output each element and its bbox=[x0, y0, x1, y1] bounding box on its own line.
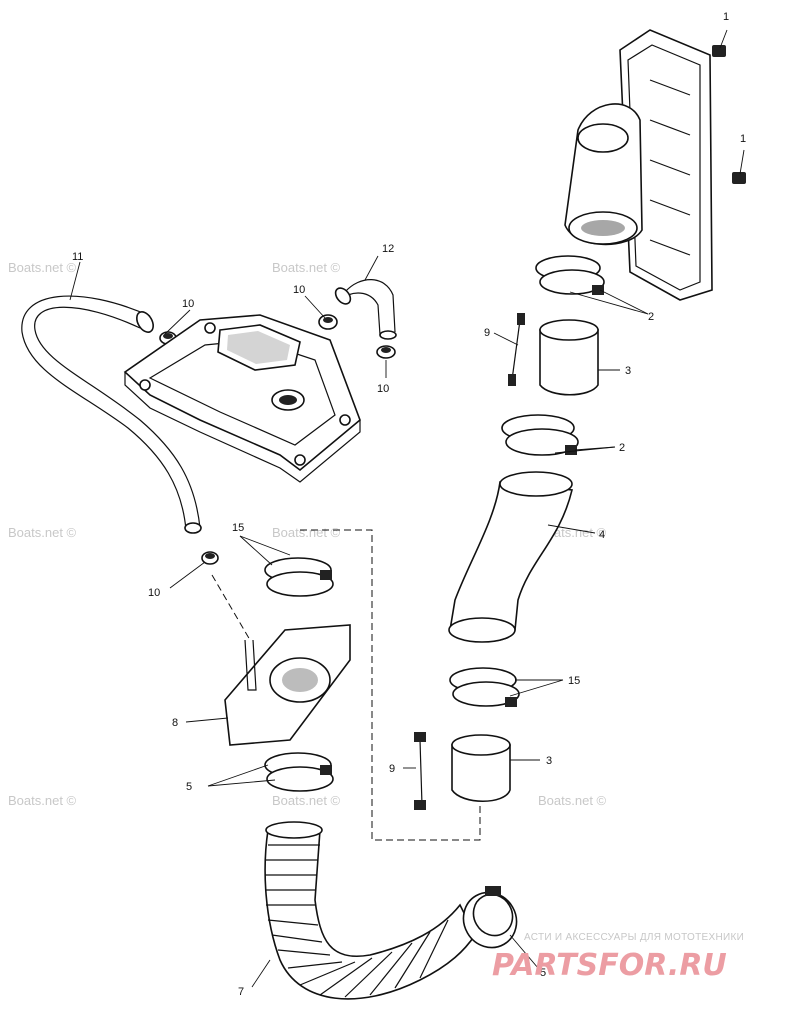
part-12-elbow-hose bbox=[334, 279, 397, 340]
part-15-clamp-right bbox=[449, 667, 520, 707]
callout-12: 12 bbox=[382, 243, 394, 255]
callout-10: 10 bbox=[293, 284, 305, 296]
callout-4: 4 bbox=[599, 529, 605, 541]
brand-subtitle: АСТИ И АКСЕССУАРЫ ДЛЯ МОТОТЕХНИКИ bbox=[524, 932, 744, 943]
callout-3: 3 bbox=[625, 365, 631, 377]
watermarks: Boats.net © Boats.net © Boats.net © Boat… bbox=[8, 260, 607, 808]
callout-10: 10 bbox=[182, 298, 194, 310]
callout-labels: 1 1 2 2 3 3 4 5 5 7 8 9 9 10 10 10 10 11… bbox=[72, 11, 746, 998]
hose-ribs bbox=[265, 844, 449, 998]
callout-10: 10 bbox=[377, 383, 389, 395]
leader-lines bbox=[69, 29, 745, 988]
part-9-clip-lower bbox=[414, 732, 426, 810]
callout-1: 1 bbox=[723, 11, 729, 23]
part-10-small-clamps bbox=[159, 314, 396, 565]
brand-logo: АСТИ И АКСЕССУАРЫ ДЛЯ МОТОТЕХНИКИ PARTSF… bbox=[492, 932, 744, 983]
watermark-tile: Boats.net © bbox=[272, 260, 341, 275]
part-15-clamp-left bbox=[264, 557, 334, 597]
watermark-tile: Boats.net © bbox=[272, 525, 341, 540]
callout-5: 5 bbox=[186, 781, 192, 793]
watermark-corner: Boats.net © bbox=[8, 260, 77, 275]
callout-5: 5 bbox=[540, 967, 546, 979]
watermark-tile: Boats.net © bbox=[272, 793, 341, 808]
mounting-plate bbox=[123, 314, 361, 483]
watermark-tile: Boats.net © bbox=[8, 793, 77, 808]
callout-9: 9 bbox=[484, 327, 490, 339]
callout-3: 3 bbox=[546, 755, 552, 767]
callout-15: 15 bbox=[568, 675, 580, 687]
callout-2: 2 bbox=[619, 442, 625, 454]
callout-1: 1 bbox=[740, 133, 746, 145]
assembly-lines bbox=[211, 529, 481, 841]
callout-8: 8 bbox=[172, 717, 178, 729]
part-3-sleeve-lower bbox=[451, 734, 511, 802]
watermark-tile: Boats.net © bbox=[538, 793, 607, 808]
part-11-water-hose bbox=[21, 295, 202, 534]
exhaust-manifold bbox=[564, 29, 713, 301]
part-1-plugs bbox=[712, 45, 746, 184]
brand-logo-text: PARTSFOR.RU bbox=[492, 948, 727, 983]
part-2-clamps bbox=[501, 255, 605, 456]
callout-10: 10 bbox=[148, 587, 160, 599]
part-5-clamp-upper bbox=[264, 752, 334, 792]
part-8-flange bbox=[224, 624, 351, 746]
part-9-clip-upper bbox=[508, 313, 525, 386]
callout-7: 7 bbox=[238, 986, 244, 998]
part-5-clamp-lower bbox=[462, 886, 518, 949]
part-4-exhaust-pipe bbox=[448, 471, 573, 643]
part-7-corrugated-hose bbox=[264, 821, 476, 1000]
callout-15: 15 bbox=[232, 522, 244, 534]
callout-9: 9 bbox=[389, 763, 395, 775]
watermark-tile: Boats.net © bbox=[8, 525, 77, 540]
callout-11: 11 bbox=[72, 251, 83, 263]
callout-2: 2 bbox=[648, 311, 654, 323]
part-3-sleeve-upper bbox=[539, 319, 599, 396]
